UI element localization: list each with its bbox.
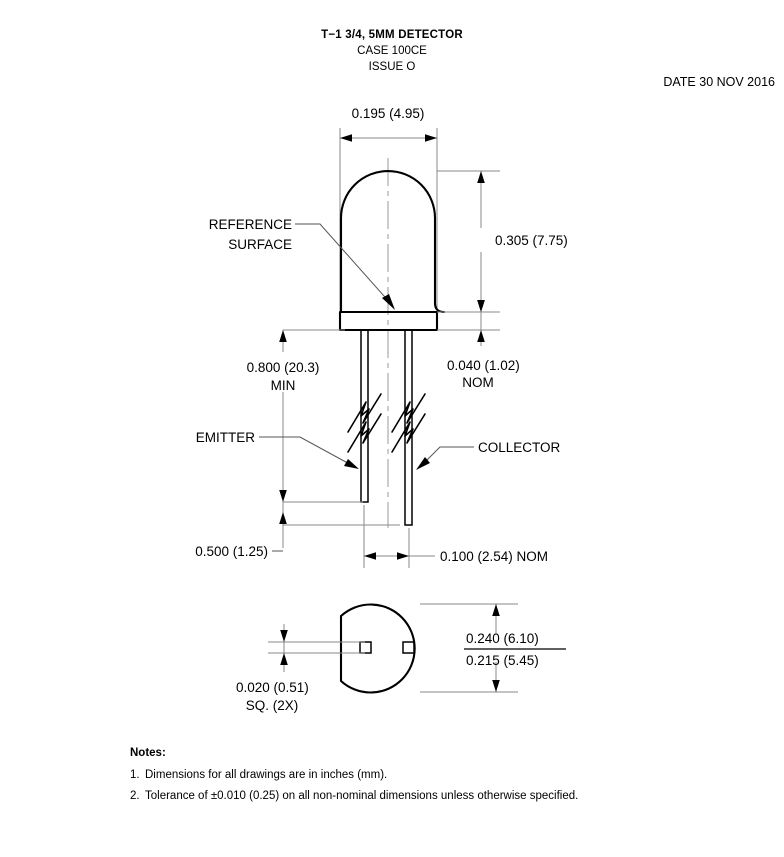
note-1-text: Dimensions for all drawings are in inche… [145,769,387,781]
arrow-flat-bottom [492,680,500,692]
issue-designation: ISSUE O [369,61,416,73]
dim-lead-length-note: MIN [271,378,296,393]
dim-lead-spacing: 0.100 (2.54) NOM [440,549,548,564]
note-2-number: 2. [130,790,140,802]
arrow-body-height-top [477,171,485,183]
label-reference-surface-line1: REFERENCE [209,217,292,232]
arrow-lead-length-bottom [279,490,287,502]
arrow-collector [416,457,430,470]
revision-date: DATE 30 NOV 2016 [663,75,775,89]
dim-flange-thickness-note: NOM [462,375,494,390]
dim-body-height: 0.305 (7.75) [495,233,568,248]
arrow-body-dia-left [340,134,352,142]
dim-pad-size: 0.020 (0.51) [236,680,309,695]
label-reference-surface-line2: SURFACE [228,237,292,252]
collector-lead-outline [404,329,413,526]
note-2-text: Tolerance of ±0.010 (0.25) on all non-no… [145,790,578,802]
arrow-lead-spacing-right [397,552,409,560]
page-title: T−1 3/4, 5MM DETECTOR [321,29,463,41]
flange-outline [338,310,439,332]
pad-emitter [359,641,372,654]
arrow-pad-size-top [280,630,288,642]
label-emitter: EMITTER [196,430,255,445]
lens-body-outline [339,169,446,314]
lead-break-symbols [347,393,426,453]
pad-collector [402,641,415,654]
arrow-flange-thick-bottom [477,330,485,342]
dim-lead-offset: 0.500 (1.25) [195,544,268,559]
arrow-pad-size-bottom [280,653,288,665]
leader-emitter [259,436,356,468]
arrow-emitter [344,459,359,469]
case-designation: CASE 100CE [357,45,427,57]
arrow-lead-offset [279,512,287,524]
arrow-lead-length-top [279,330,287,342]
arrow-flange-thick-top [477,300,485,312]
leader-reference-surface [295,223,393,306]
note-1-number: 1. [130,769,140,781]
dim-lead-length: 0.800 (20.3) [247,360,320,375]
dim-flat-min: 0.215 (5.45) [466,653,539,668]
dim-body-diameter: 0.195 (4.95) [352,106,425,121]
arrow-flat-top [492,604,500,616]
dim-flat-max: 0.240 (6.10) [466,631,539,646]
dim-pad-size-note: SQ. (2X) [246,698,299,713]
label-collector: COLLECTOR [478,440,561,455]
dim-flange-thickness: 0.040 (1.02) [447,358,520,373]
leader-collector [419,446,474,468]
arrow-body-dia-right [425,134,437,142]
notes-heading: Notes: [130,747,166,759]
arrow-lead-spacing-left [364,552,376,560]
arrow-reference-surface [382,294,395,310]
